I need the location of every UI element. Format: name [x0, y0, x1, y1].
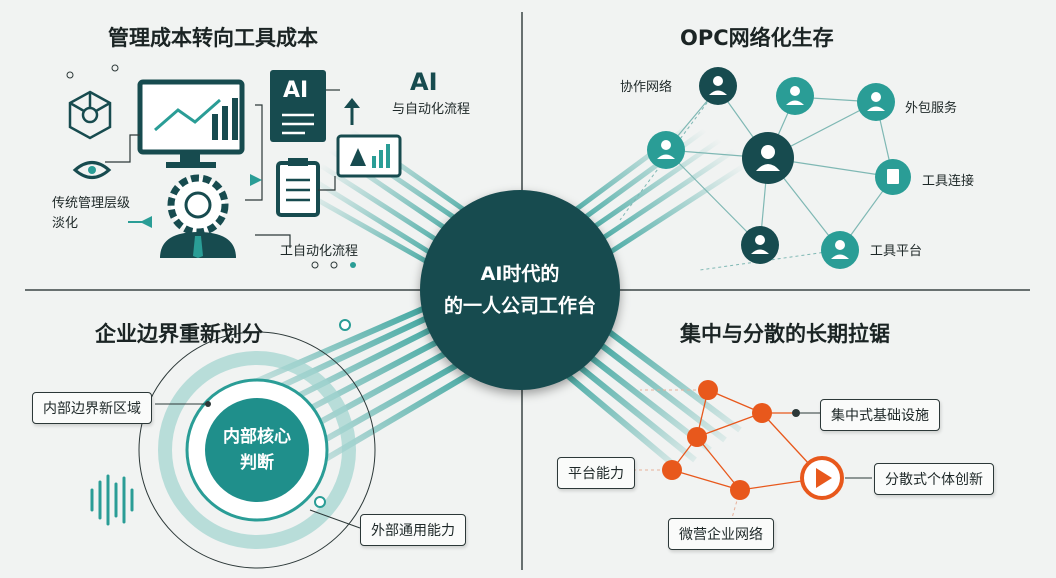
- workflow-label: 工自动化流程: [280, 244, 359, 259]
- title-top-right: OPC网络化生存: [680, 26, 834, 50]
- core-judgement: 内部核心 判断: [205, 398, 309, 502]
- node-label-tool-platform: 工具平台: [870, 244, 923, 259]
- ai-subtitle: 与自动化流程: [392, 102, 471, 117]
- node-label-outsourcing: 外包服务: [905, 101, 958, 116]
- arrow-up-icon: [344, 98, 360, 125]
- monitor-chart-icon: [137, 79, 245, 168]
- eye-icon: [72, 161, 112, 179]
- center-line-1: AI时代的: [480, 263, 560, 285]
- chart-card-icon: [336, 134, 402, 178]
- distributed-nodes: [662, 380, 772, 500]
- ai-badge: AI: [283, 78, 309, 103]
- hex-network-icon: [68, 90, 112, 140]
- platform-box: 平台能力: [557, 457, 635, 489]
- wave-icon: [90, 474, 134, 526]
- outer-capability-box: 外部通用能力: [360, 514, 466, 546]
- ai-document-icon: [270, 70, 326, 142]
- title-top-left: 管理成本转向工具成本: [108, 26, 318, 50]
- clipboard-icon: [276, 158, 320, 217]
- distributed-box: 分散式个体创新: [874, 463, 994, 495]
- traditional-line-2: 淡化: [52, 216, 79, 231]
- boundary-ring: [138, 331, 376, 569]
- node-label-tool-link: 工具连接: [922, 174, 975, 189]
- core-line-1: 内部核心: [223, 427, 291, 447]
- gear-person-icon: [160, 174, 236, 258]
- micro-network-box: 微营企业网络: [668, 518, 774, 550]
- core-line-2: 判断: [240, 453, 274, 473]
- title-bottom-left: 企业边界重新划分: [95, 322, 263, 346]
- center-line-2: 的一人公司工作台: [443, 295, 596, 317]
- streak-bottom-right: [553, 322, 742, 473]
- central-infra-box: 集中式基础设施: [820, 399, 940, 431]
- node-label-collab: 协作网络: [620, 80, 673, 95]
- outer-ring: [158, 351, 356, 549]
- ai-heading: AI: [410, 68, 438, 96]
- center-hub: AI时代的 的一人公司工作台: [420, 190, 620, 390]
- title-bottom-right: 集中与分散的长期拉锯: [680, 322, 890, 346]
- inner-boundary-box: 内部边界新区域: [32, 392, 152, 424]
- traditional-line-1: 传统管理层级: [52, 196, 131, 211]
- traditional-label: 传统管理层级 淡化: [52, 194, 130, 234]
